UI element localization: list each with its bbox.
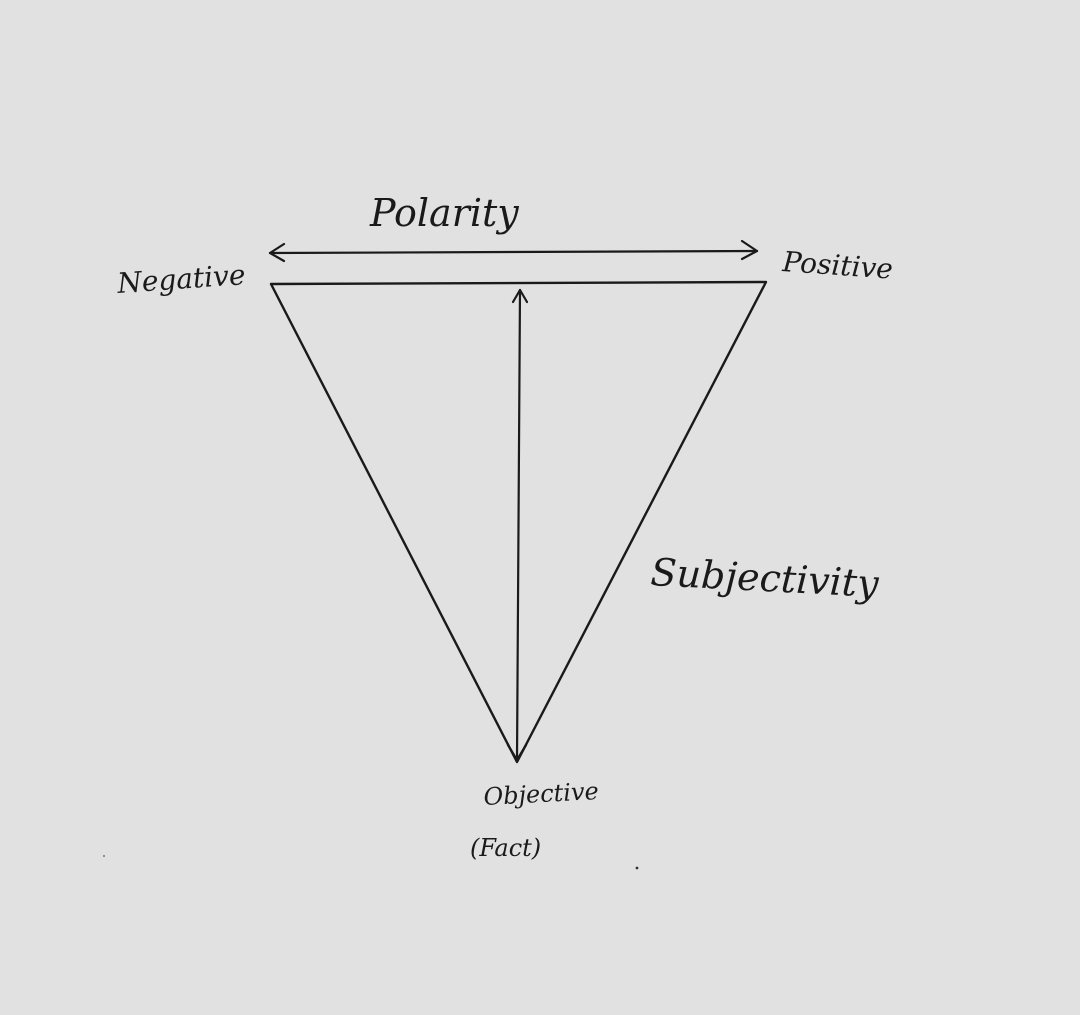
- subjectivity-label: Subjectivity: [650, 550, 881, 606]
- objective-label: Objective: [483, 777, 600, 811]
- fact-label: (Fact): [470, 834, 541, 862]
- inverted-triangle: [269, 280, 768, 764]
- polarity-arrow: [268, 239, 759, 263]
- polarity-label: Polarity: [369, 191, 519, 235]
- speck: [635, 866, 639, 870]
- positive-label: Positive: [781, 245, 895, 286]
- polarity-arrowhead-left: [268, 242, 286, 263]
- subjectivity-arrow: [506, 288, 529, 762]
- speck: [103, 855, 105, 857]
- subjectivity-arrowhead-bottom: [506, 743, 528, 762]
- negative-label: Negative: [115, 258, 246, 300]
- subjectivity-arrowhead-top: [511, 288, 529, 304]
- polarity-arrowhead-right: [740, 239, 759, 261]
